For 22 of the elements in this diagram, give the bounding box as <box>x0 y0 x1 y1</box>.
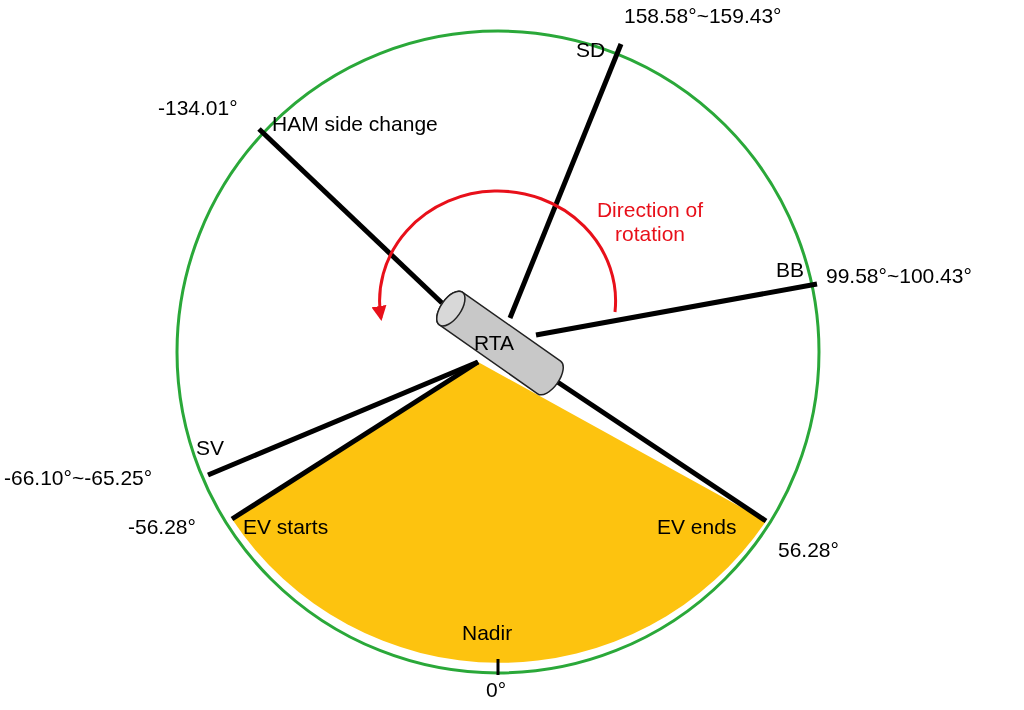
radial-line <box>257 127 444 305</box>
radial-line <box>554 378 768 524</box>
angle-label: -66.10°~-65.25° <box>4 466 153 490</box>
angle-label: 158.58°~159.43° <box>624 4 782 28</box>
radial-line <box>230 359 480 522</box>
radial-line <box>507 43 624 319</box>
angle-label: 99.58°~100.43° <box>826 264 972 288</box>
angle-label: 56.28° <box>778 538 839 562</box>
radial-line <box>207 359 479 478</box>
line-label: EV ends <box>657 515 737 539</box>
angle-label: -134.01° <box>158 96 238 120</box>
radial-line <box>535 281 818 338</box>
line-label: BB <box>776 258 804 282</box>
angle-label: -56.28° <box>128 515 196 539</box>
line-label: SD <box>576 38 606 62</box>
component-label: RTA <box>474 331 515 355</box>
angle-label: 0° <box>486 678 507 702</box>
line-label: HAM side change <box>272 112 438 136</box>
line-label: Nadir <box>462 621 513 645</box>
line-label: EV starts <box>243 515 329 539</box>
annotation-text: Direction of rotation <box>595 198 705 246</box>
line-label: SV <box>196 436 224 460</box>
